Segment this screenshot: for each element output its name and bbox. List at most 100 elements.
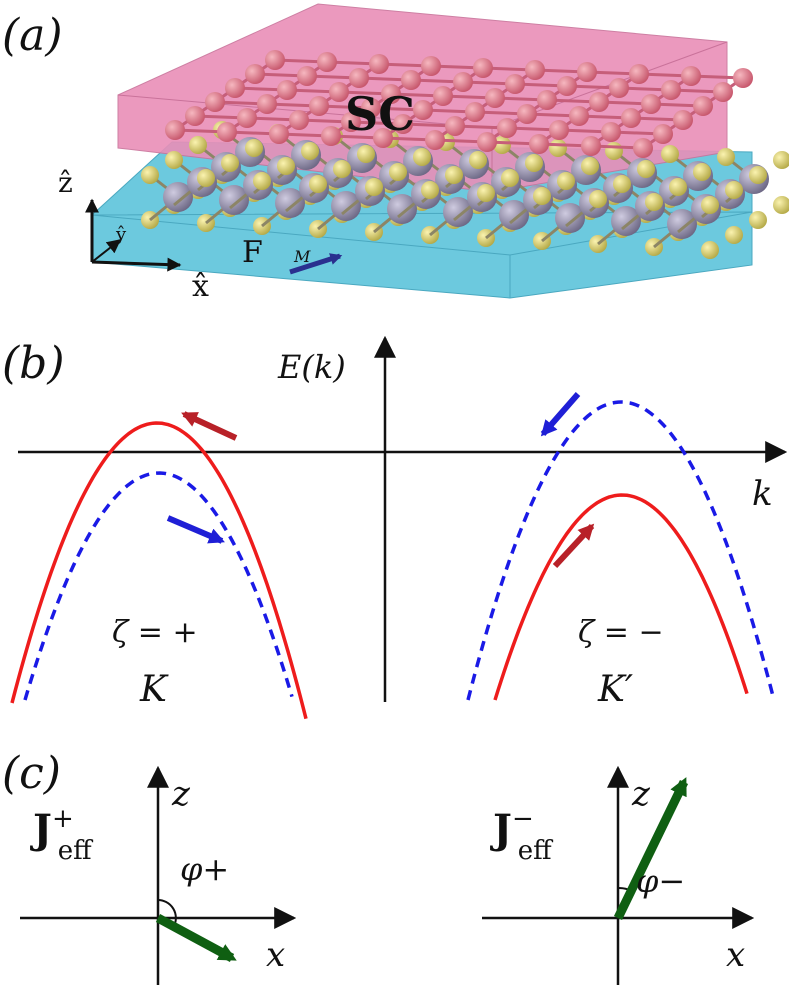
sc-atom (713, 82, 733, 102)
chalcogen-atom (661, 145, 679, 163)
sc-atom (245, 64, 265, 84)
sc-atom (421, 56, 441, 76)
sc-atom (693, 96, 713, 116)
sc-atom (401, 70, 421, 90)
sc-atom (165, 120, 185, 140)
x-label-left: x (266, 935, 285, 975)
j-plus-label: J+eff (30, 804, 94, 866)
chalcogen-atom (693, 163, 711, 181)
chalcogen-atom (773, 151, 789, 169)
band-k-dashed (23, 471, 294, 701)
sc-atom (537, 90, 557, 110)
panel-c-label: (c) (2, 748, 61, 799)
sc-atom (265, 50, 285, 70)
sc-atom (277, 80, 297, 100)
sc-atom (425, 130, 445, 150)
sc-atom (589, 92, 609, 112)
band-kprime-dashed (466, 400, 776, 701)
chalcogen-atom (301, 142, 319, 160)
chalcogen-atom (253, 172, 271, 190)
sc-atom (681, 66, 701, 86)
sc-atom (433, 86, 453, 106)
z-label-right: z (631, 774, 651, 814)
f-label: F (242, 235, 263, 270)
sc-label: SC (345, 87, 415, 141)
sc-atom (473, 58, 493, 78)
chalcogen-atom (277, 157, 295, 175)
spin-arrow-red-kprime (552, 523, 595, 569)
chalcogen-atom (469, 151, 487, 169)
magnetization-arrow-icon (289, 253, 343, 275)
panel-a-label: (a) (2, 10, 63, 61)
sc-atom (321, 126, 341, 146)
atomic-lattice (141, 50, 789, 259)
chalcogen-atom (221, 154, 239, 172)
sc-atom (517, 104, 537, 124)
chalcogen-atom (189, 136, 207, 154)
sc-atom (733, 68, 753, 88)
band-k-solid (10, 421, 308, 720)
metal-atom (219, 185, 249, 215)
sc-atom (609, 78, 629, 98)
chalcogen-atom (141, 166, 159, 184)
y-axis-label: ŷ (115, 224, 127, 245)
sc-atom (601, 122, 621, 142)
spin-arrow-red-k (181, 411, 238, 441)
panel-c: (c) z x φ+ J+eff z x φ− J−eff (2, 748, 755, 985)
panel-a: (a) SC F M ẑ ŷ x̂ (2, 3, 789, 304)
sc-atom (393, 114, 413, 134)
z-label-left: z (171, 774, 191, 814)
chalcogen-atom (197, 169, 215, 187)
valley-k-name: K (139, 669, 169, 710)
chalcogen-atom (637, 160, 655, 178)
chalcogen-atom (493, 136, 511, 154)
sc-atom (653, 124, 673, 144)
chalcogen-atom (701, 196, 719, 214)
sc-atom (477, 132, 497, 152)
coordinate-axes: ẑ ŷ x̂ (58, 166, 209, 304)
panel-b: (b) E(k) k ζ = + K ζ = − K′ (2, 335, 788, 720)
sc-atom (361, 98, 381, 118)
sc-atom (329, 82, 349, 102)
chalcogen-atom (477, 184, 495, 202)
sc-atom (497, 118, 517, 138)
chalcogen-atom (717, 148, 735, 166)
chalcogen-atom (749, 211, 767, 229)
sc-atom (373, 128, 393, 148)
phi-minus-label: φ− (636, 862, 685, 900)
chalcogen-atom (701, 241, 719, 259)
chalcogen-atom (725, 181, 743, 199)
sc-atom (381, 84, 401, 104)
spin-arrow-blue-kprime (540, 392, 581, 437)
sc-atom (217, 122, 237, 142)
sc-atom (185, 106, 205, 126)
energy-axis-label: E(k) (277, 348, 346, 386)
m-label: M (293, 247, 311, 266)
sc-atom (309, 96, 329, 116)
chalcogen-atom (525, 154, 543, 172)
sc-atom (317, 52, 337, 72)
jeff-minus-arrow (613, 777, 689, 920)
x-axis-label: x̂ (192, 269, 209, 304)
valley-k-zeta: ζ = + (112, 615, 198, 650)
metal-atom (275, 188, 305, 218)
chalcogen-atom (613, 175, 631, 193)
metal-atom (331, 191, 361, 221)
sc-atom (485, 88, 505, 108)
metal-atom (387, 194, 417, 224)
sc-atom (529, 134, 549, 154)
chalcogen-atom (501, 169, 519, 187)
chalcogen-atom (589, 190, 607, 208)
metal-atom (499, 200, 529, 230)
band-kprime-solid (493, 493, 749, 701)
chalcogen-atom (357, 145, 375, 163)
sc-atom (581, 136, 601, 156)
sc-atom (661, 80, 681, 100)
sc-atom (577, 62, 597, 82)
chalcogen-atom (725, 226, 743, 244)
valley-kprime-name: K′ (597, 669, 633, 710)
chalcogen-atom (533, 187, 551, 205)
chalcogen-atom (557, 172, 575, 190)
sc-atom (633, 138, 653, 158)
